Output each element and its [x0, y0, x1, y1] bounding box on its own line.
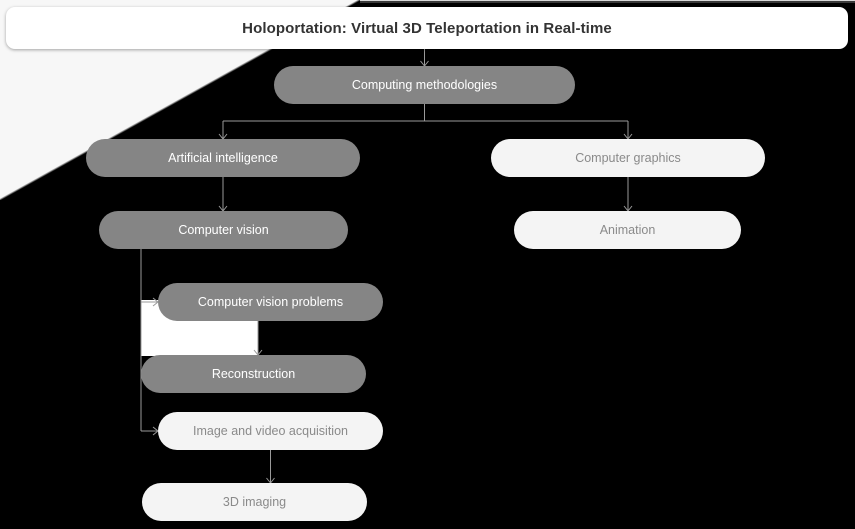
node-label: Animation — [599, 223, 656, 237]
top-strip-light — [160, 0, 855, 1]
node-artificial-intelligence[interactable]: Artificial intelligence — [86, 139, 360, 177]
page-title: Holoportation: Virtual 3D Teleportation … — [242, 19, 612, 37]
node-computing-methodologies[interactable]: Computing methodologies — [274, 66, 575, 104]
node-computer-vision[interactable]: Computer vision — [99, 211, 348, 249]
node-animation[interactable]: Animation — [514, 211, 741, 249]
node-3d-imaging[interactable]: 3D imaging — [142, 483, 367, 521]
node-label: Artificial intelligence — [168, 151, 278, 165]
top-strip — [160, 0, 855, 3]
node-label: Computer vision — [178, 223, 269, 237]
page-title-card: Holoportation: Virtual 3D Teleportation … — [6, 7, 848, 49]
node-label: 3D imaging — [222, 495, 287, 509]
node-computer-graphics[interactable]: Computer graphics — [491, 139, 765, 177]
node-reconstruction[interactable]: Reconstruction — [141, 355, 366, 393]
node-image-and-video-acquisition[interactable]: Image and video acquisition — [158, 412, 383, 450]
node-label: Computing methodologies — [351, 78, 498, 92]
node-label: Image and video acquisition — [193, 424, 348, 438]
node-label: Computer vision problems — [197, 295, 344, 309]
node-label: Reconstruction — [211, 367, 296, 381]
node-computer-vision-problems[interactable]: Computer vision problems — [158, 283, 383, 321]
node-label: Computer graphics — [575, 151, 681, 165]
